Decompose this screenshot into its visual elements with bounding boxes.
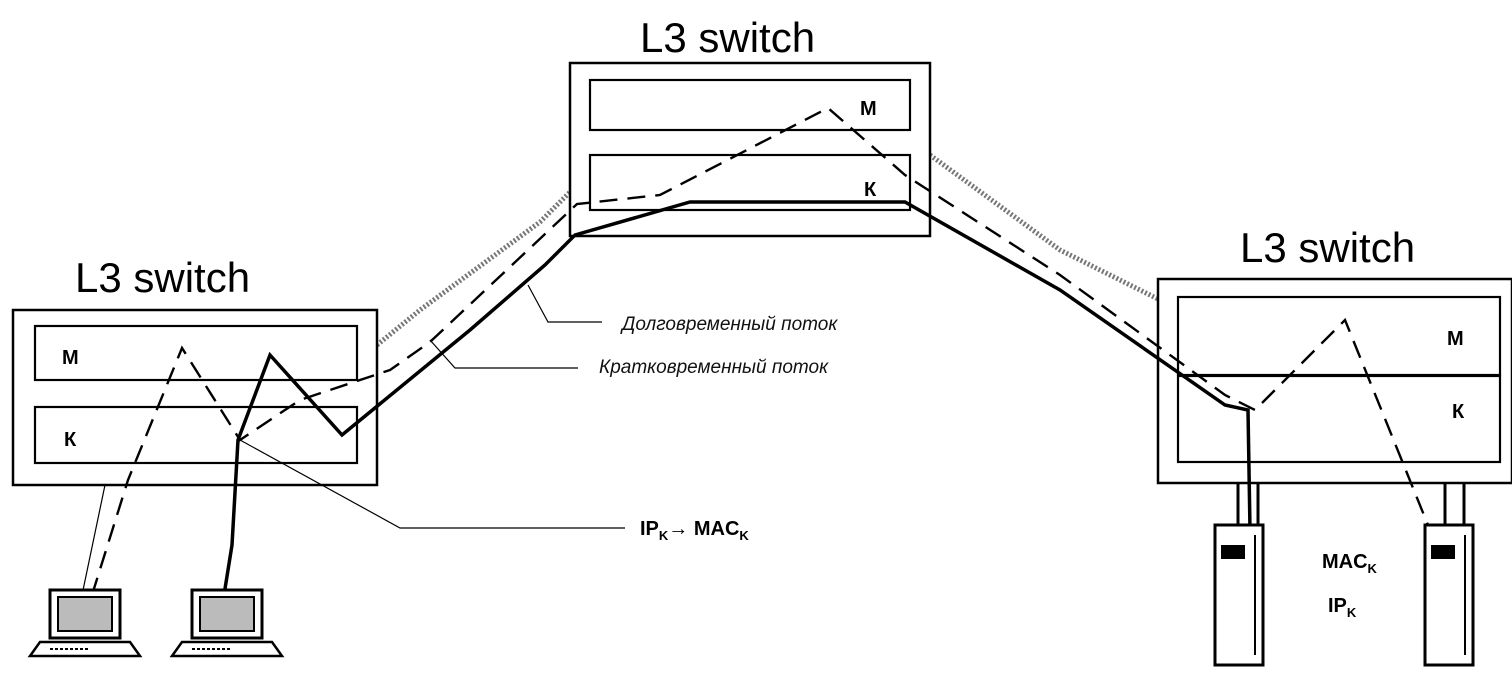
module-label-m: М — [62, 347, 79, 369]
module-label-k: К — [1452, 401, 1465, 423]
cable-left-pc — [82, 485, 105, 595]
switch-title: L3 switch — [75, 254, 250, 301]
server-ip-label: IPK — [1328, 595, 1357, 620]
switch-right: L3 switch М К — [1158, 224, 1512, 483]
server-icon — [1425, 525, 1473, 665]
server-mac-label: MACK — [1322, 551, 1378, 576]
server-icon — [1215, 525, 1263, 665]
module-label-k: К — [864, 179, 877, 201]
workstation-icon — [30, 590, 140, 656]
workstation-icon — [172, 590, 282, 656]
switch-right-legs — [1238, 483, 1464, 530]
module-label-m: М — [860, 98, 877, 120]
ip-to-mac-label: IPK→ MACK — [640, 518, 749, 543]
switch-chassis — [1158, 279, 1512, 483]
long-flow-leader — [528, 285, 602, 322]
switch-chassis — [13, 310, 377, 485]
switch-title: L3 switch — [640, 14, 815, 61]
long-term-flow-label: Долговременный поток — [620, 314, 838, 335]
short-term-flow-label: Кратковременный поток — [599, 357, 829, 378]
switch-title: L3 switch — [1240, 224, 1415, 271]
trunk-right — [930, 155, 1160, 300]
module-label-m: М — [1447, 328, 1464, 350]
module-label-k: К — [64, 429, 77, 451]
